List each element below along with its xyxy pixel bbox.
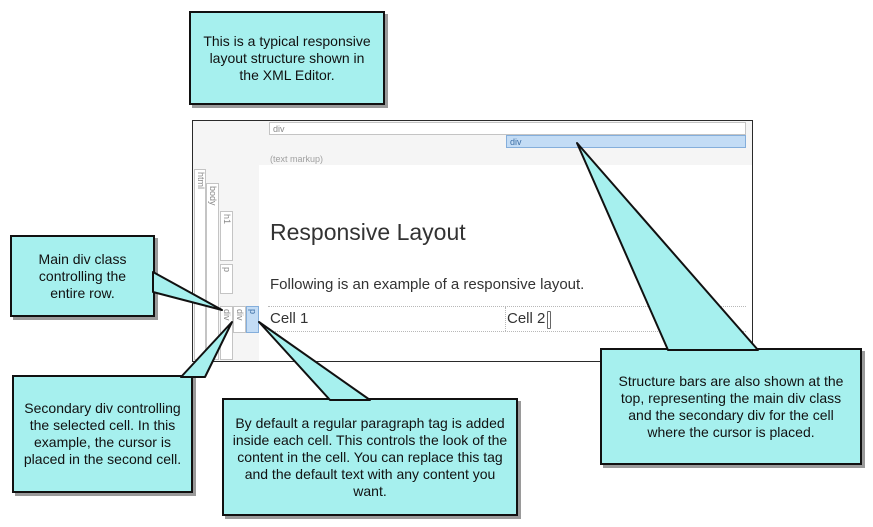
structure-bar-div-main[interactable]: div [220, 306, 233, 360]
top-structure-bar-selected-div[interactable]: div [506, 135, 746, 148]
cell-divider [505, 307, 506, 331]
callout-secondary-div-text: Secondary div controlling the selected c… [23, 400, 182, 467]
callout-paragraph: By default a regular paragraph tag is ad… [222, 398, 518, 516]
structure-bar-h1-label: h1 [222, 214, 232, 225]
structure-bar-p-label: p [222, 267, 232, 273]
structure-bar-html[interactable]: html [194, 169, 206, 360]
cell-2[interactable]: Cell 2 [507, 310, 546, 327]
structure-bar-h1[interactable]: h1 [220, 211, 233, 261]
callout-main-div-text: Main div class controlling the entire ro… [38, 250, 127, 301]
callout-structure-bars: Structure bars are also shown at the top… [600, 348, 862, 465]
xml-editor[interactable]: div div (text markup) html body h1 p div… [192, 120, 753, 362]
structure-bar-div-cell-label: div [235, 309, 245, 321]
text-markup-label: (text markup) [270, 154, 324, 164]
top-structure-bar-main-div[interactable]: div [269, 122, 746, 135]
structure-bar-p-selected[interactable]: p [246, 306, 259, 333]
responsive-row [268, 306, 746, 332]
paragraph-text[interactable]: Following is an example of a responsive … [270, 276, 585, 293]
callout-structure-bars-text: Structure bars are also shown at the top… [618, 372, 844, 440]
callout-top: This is a typical responsive layout stru… [189, 11, 385, 105]
top-structure-bar-selected-div-label: div [510, 137, 522, 147]
text-cursor [547, 311, 551, 329]
cell-1[interactable]: Cell 1 [270, 310, 309, 327]
structure-bar-div-cell[interactable]: div [233, 306, 246, 333]
structure-bar-p[interactable]: p [220, 264, 233, 294]
callout-main-div: Main div class controlling the entire ro… [10, 235, 155, 317]
callout-paragraph-text: By default a regular paragraph tag is ad… [232, 414, 508, 499]
heading-text[interactable]: Responsive Layout [270, 219, 466, 245]
callout-top-text: This is a typical responsive layout stru… [203, 32, 371, 83]
top-structure-bar-main-div-label: div [273, 124, 285, 134]
structure-bar-div-main-label: div [222, 309, 232, 321]
structure-bar-body[interactable]: body [206, 183, 219, 360]
structure-bar-p-selected-label: p [248, 309, 258, 315]
structure-bar-html-label: html [196, 172, 206, 190]
structure-bar-body-label: body [208, 186, 218, 206]
callout-secondary-div: Secondary div controlling the selected c… [12, 375, 193, 493]
